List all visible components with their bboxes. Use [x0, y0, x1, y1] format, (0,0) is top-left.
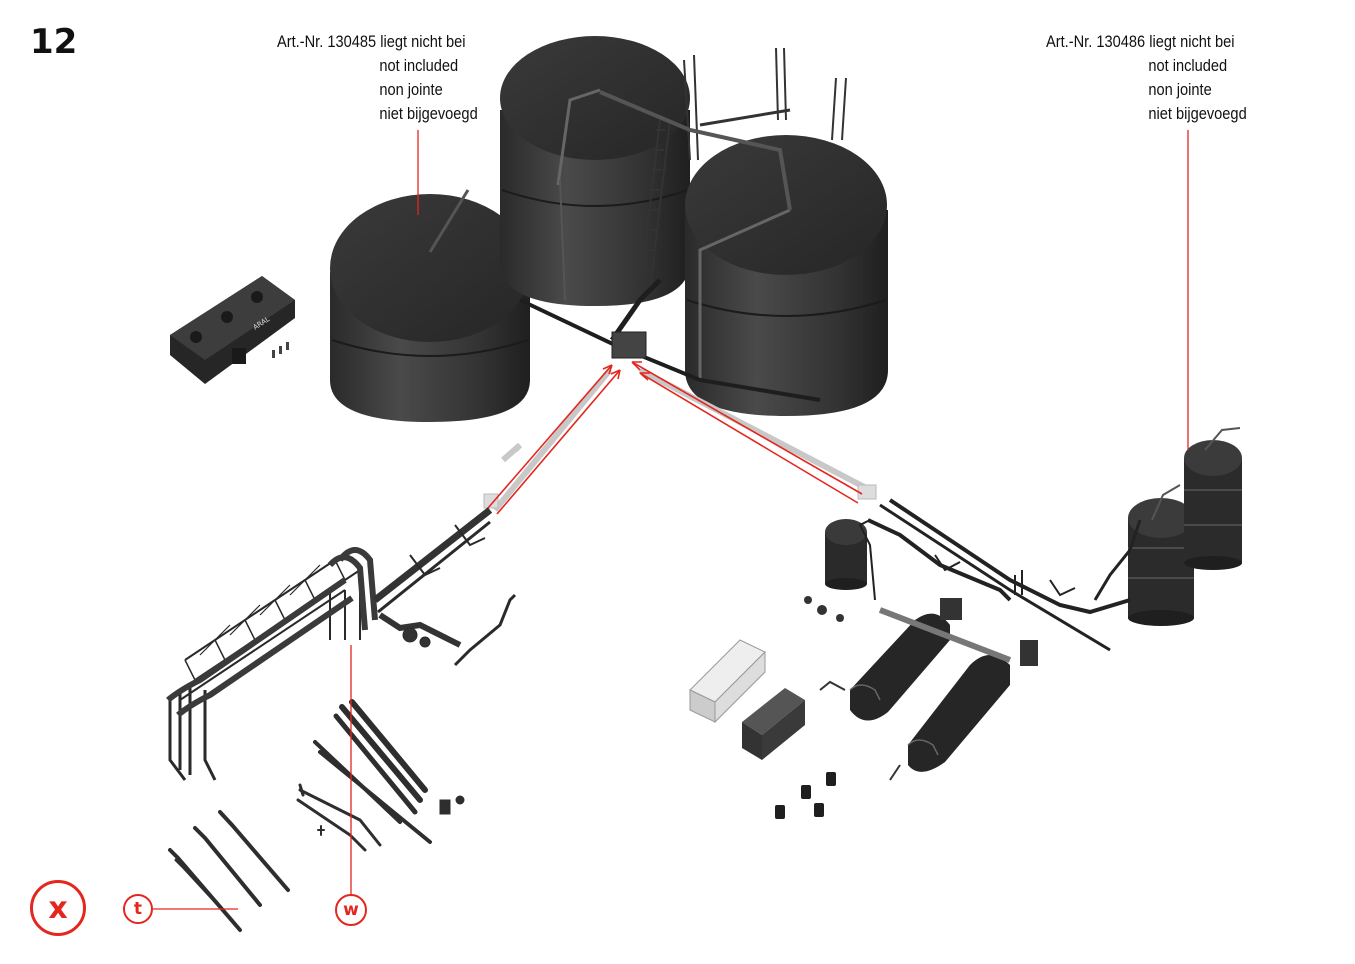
loose-pipes-w: [298, 702, 464, 850]
pipe-run-left: [375, 510, 515, 665]
not-included-note-right: Art.-Nr. 130486 liegt nicht bei not incl…: [1046, 30, 1247, 126]
container-shed: [690, 640, 765, 722]
pipe-bridge: [168, 550, 375, 780]
callout-w-marker: w: [335, 894, 367, 926]
note-line: non jointe: [1046, 78, 1247, 102]
note-line: non jointe: [277, 78, 478, 102]
loose-pipes-t: [170, 812, 288, 930]
silo-back: [1184, 428, 1242, 570]
article-number-text: Art.-Nr. 130486 liegt nicht bei: [1046, 32, 1235, 51]
not-included-note-left: Art.-Nr. 130485 liegt nicht bei not incl…: [277, 30, 478, 126]
note-line: niet bijgevoegd: [277, 102, 478, 126]
callout-x-marker: x: [30, 880, 86, 936]
callout-t-marker: t: [123, 894, 153, 924]
note-line: not included: [277, 54, 478, 78]
note-line: niet bijgevoegd: [1046, 102, 1247, 126]
note-line: not included: [1046, 54, 1247, 78]
brick-hut: [742, 688, 805, 760]
step-number: 12: [30, 22, 77, 62]
pump-house: ARAL: [170, 276, 295, 384]
horizontal-tanks: [804, 596, 1038, 780]
article-number-text: Art.-Nr. 130485 liegt nicht bei: [277, 32, 466, 51]
barrels: [775, 772, 836, 819]
